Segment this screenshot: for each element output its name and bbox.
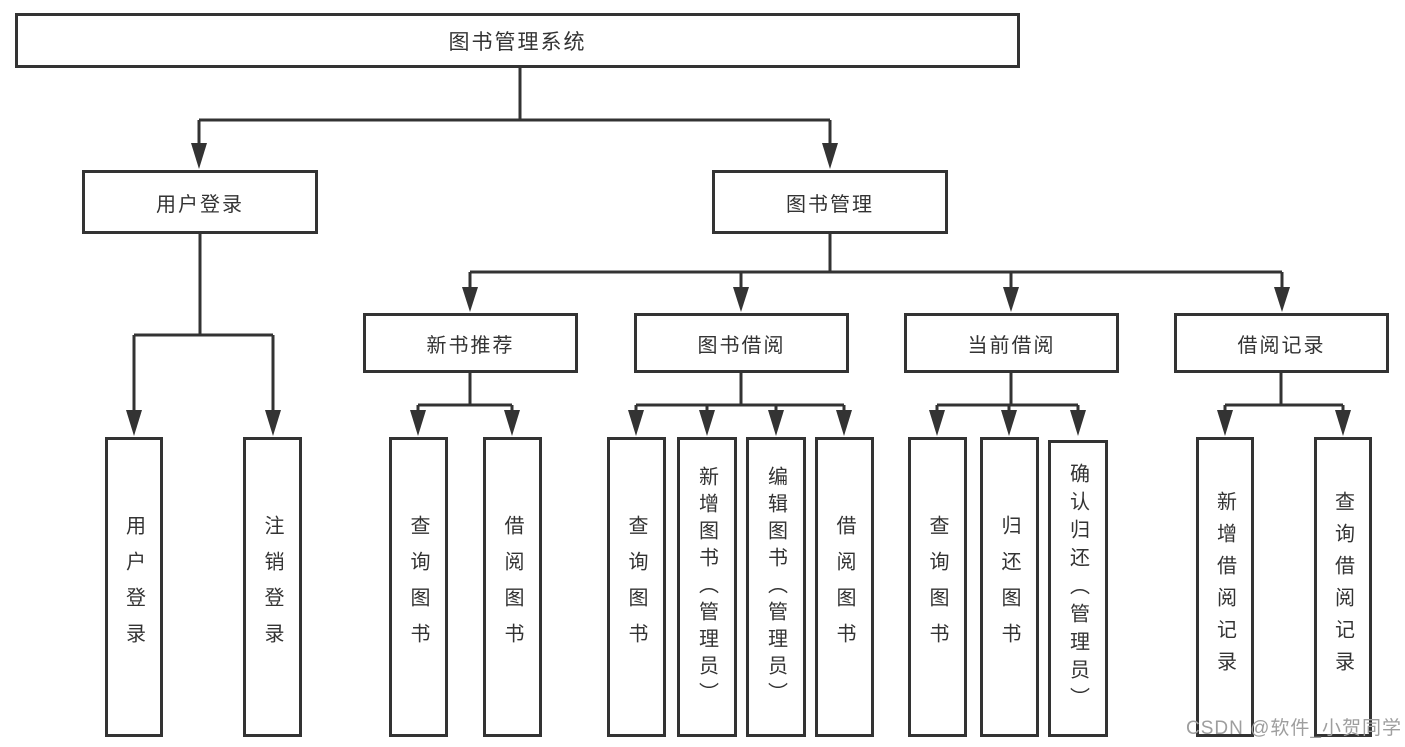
arrowheads xyxy=(126,143,1351,436)
node-new-book-recommend: 新书推荐 xyxy=(363,313,578,373)
leaf-query-borrow-record: 查询借阅记录 xyxy=(1314,437,1372,737)
node-book-borrow: 图书借阅 xyxy=(634,313,849,373)
leaf-edit-book-admin: 编辑图书（管理员） xyxy=(746,437,806,737)
leaf-user-login: 用户登录 xyxy=(105,437,163,737)
node-library-management-system: 图书管理系统 xyxy=(15,13,1020,68)
leaf-borrow-books: 借阅图书 xyxy=(815,437,874,737)
csdn-watermark: CSDN @软件_小贺同学 xyxy=(1186,718,1402,739)
node-book-management: 图书管理 xyxy=(712,170,948,234)
leaf-logout: 注销登录 xyxy=(243,437,302,737)
leaf-query-books-current: 查询图书 xyxy=(908,437,967,737)
node-user-login: 用户登录 xyxy=(82,170,318,234)
leaf-confirm-return-admin: 确认归还（管理员） xyxy=(1048,440,1108,737)
leaf-query-books-borrow: 查询图书 xyxy=(607,437,666,737)
leaf-borrow-books-recommend: 借阅图书 xyxy=(483,437,542,737)
leaf-add-book-admin: 新增图书（管理员） xyxy=(677,437,737,737)
leaf-add-borrow-record: 新增借阅记录 xyxy=(1196,437,1254,737)
leaf-return-books: 归还图书 xyxy=(980,437,1039,737)
leaf-query-books-recommend: 查询图书 xyxy=(389,437,448,737)
node-current-borrow: 当前借阅 xyxy=(904,313,1119,373)
node-borrow-records: 借阅记录 xyxy=(1174,313,1389,373)
